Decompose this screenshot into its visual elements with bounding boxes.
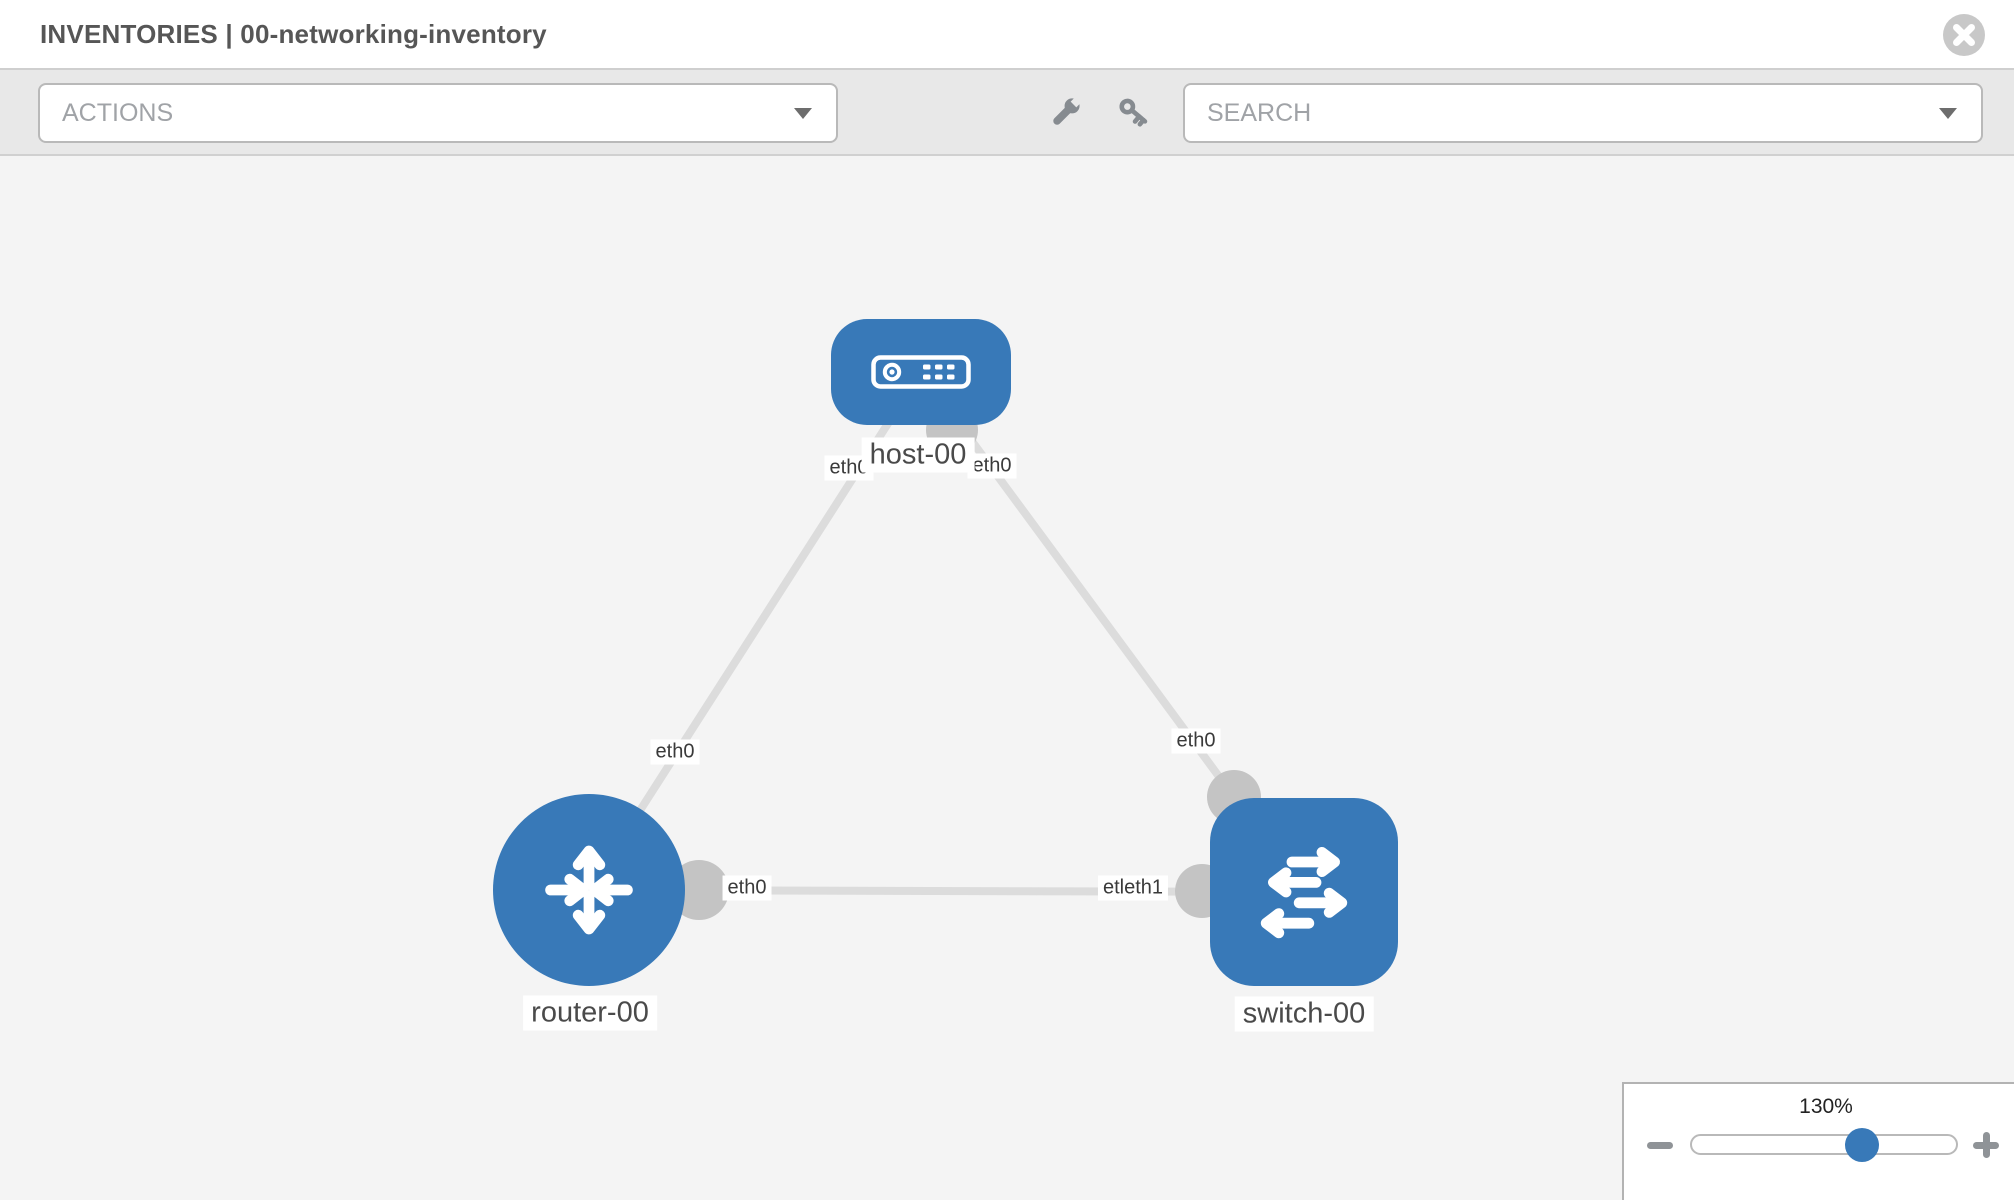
- topology-edges: [585, 368, 1308, 920]
- node-switch[interactable]: [1210, 798, 1398, 986]
- iface-label-host-router-routerside: eth0: [650, 739, 700, 765]
- router-icon: [545, 845, 633, 935]
- node-label-host: host-00: [861, 437, 975, 473]
- toolbar: ACTIONS SEARCH: [0, 70, 2014, 156]
- actions-dropdown-label: ACTIONS: [62, 98, 174, 127]
- zoom-slider-track[interactable]: [1690, 1134, 1958, 1155]
- host-icon: [871, 355, 971, 389]
- zoom-in-button[interactable]: [1972, 1131, 2000, 1159]
- node-label-router: router-00: [523, 995, 657, 1031]
- iface-label-router-switch-routerside: eth0: [722, 875, 772, 901]
- key-icon: [1119, 98, 1148, 127]
- iface-label-host-switch-switchside: eth0: [1171, 728, 1221, 754]
- zoom-panel: 130%: [1622, 1082, 2014, 1200]
- actions-dropdown[interactable]: ACTIONS: [38, 83, 838, 143]
- minus-icon: [1647, 1142, 1673, 1149]
- page-title: INVENTORIES | 00-networking-inventory: [40, 19, 547, 49]
- topology-canvas[interactable]: host-00 router-00 switch-00 eth0 eth0 et…: [0, 156, 2014, 1200]
- plus-icon: [1982, 1132, 1990, 1158]
- node-label-switch: switch-00: [1234, 996, 1374, 1032]
- chevron-down-icon: [1939, 108, 1957, 119]
- interface-connectors: [669, 404, 1261, 920]
- zoom-out-button[interactable]: [1646, 1131, 1674, 1159]
- configure-button[interactable]: [1046, 94, 1084, 132]
- chevron-down-icon: [794, 108, 812, 119]
- close-button[interactable]: [1942, 13, 1986, 57]
- node-host[interactable]: [831, 319, 1011, 425]
- search-placeholder: SEARCH: [1207, 98, 1312, 127]
- iface-label-host-switch-hostside: eth0: [967, 453, 1017, 479]
- close-icon: [1943, 14, 1985, 56]
- node-router[interactable]: [493, 794, 685, 986]
- header: INVENTORIES | 00-networking-inventory: [0, 0, 2014, 70]
- iface-label-router-switch-switchside: etleth1: [1097, 875, 1169, 901]
- wrench-icon: [1053, 96, 1082, 125]
- switch-icon: [1260, 847, 1348, 939]
- zoom-slider-handle[interactable]: [1845, 1128, 1879, 1162]
- connector-router: [669, 860, 729, 920]
- zoom-level: 130%: [1799, 1095, 1853, 1118]
- credentials-button[interactable]: [1116, 94, 1154, 132]
- search-dropdown[interactable]: SEARCH: [1183, 83, 1983, 143]
